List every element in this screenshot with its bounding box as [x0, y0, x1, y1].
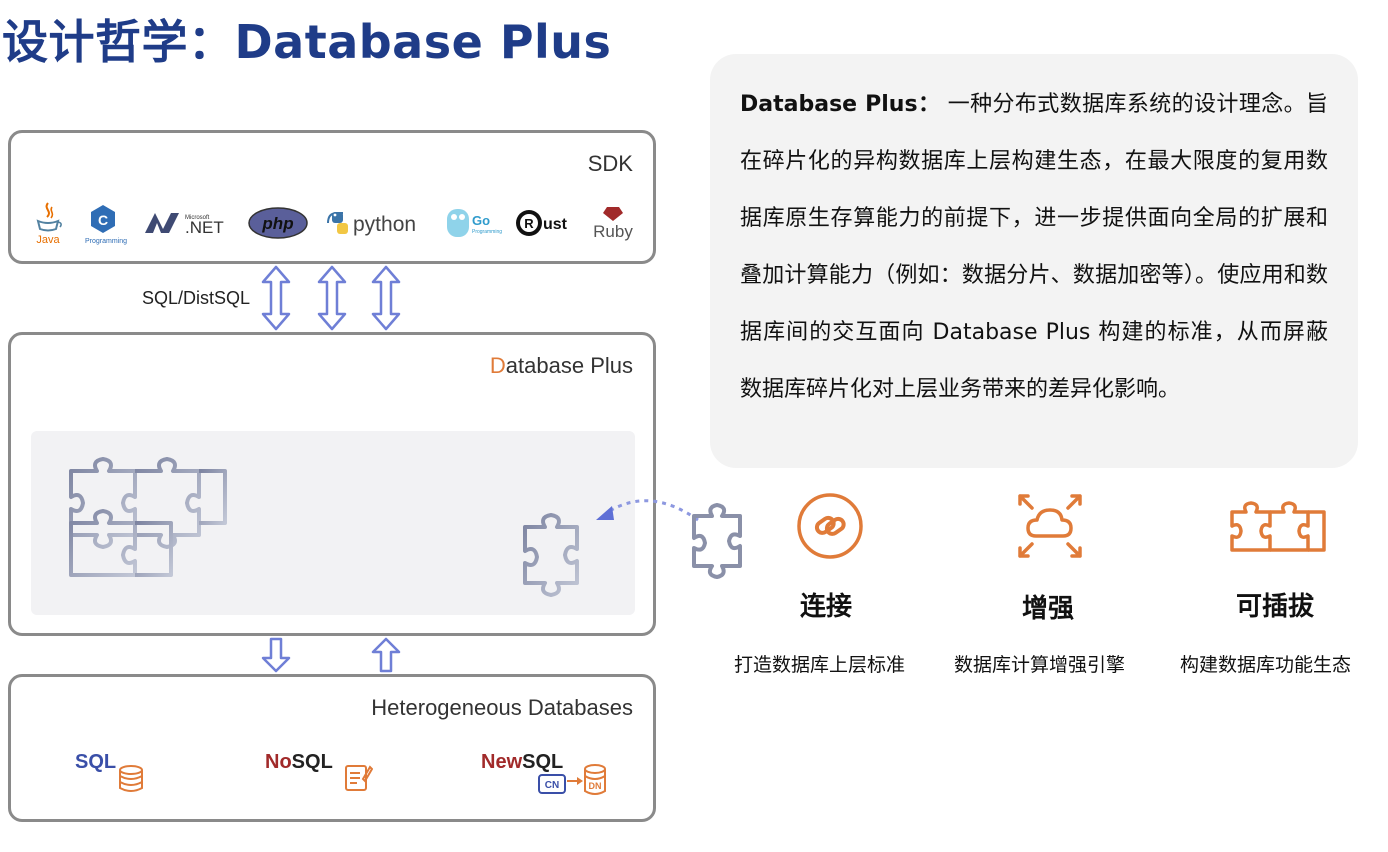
- bidirectional-arrows: [261, 265, 401, 331]
- svg-text:Microsoft: Microsoft: [185, 215, 210, 221]
- svg-text:python: python: [353, 213, 416, 236]
- python-icon: python: [327, 212, 416, 236]
- description-term: Database Plus：: [740, 92, 941, 117]
- page-title: 设计哲学：Database Plus: [2, 15, 612, 69]
- feature-enhance-desc: 数据库计算增强引擎: [954, 654, 1126, 676]
- feature-connect-name: 连接: [800, 592, 853, 622]
- svg-text:DN: DN: [589, 781, 602, 791]
- double-arrow-icon: [261, 265, 291, 331]
- java-icon: Java: [36, 202, 62, 246]
- database-plus-box: Database Plus: [8, 332, 656, 636]
- sql-label: SQL: [75, 751, 117, 773]
- up-arrow-icon: [371, 637, 401, 673]
- cpp-icon: C Programming: [85, 205, 127, 245]
- database-icon: [119, 765, 143, 792]
- arrow-head-icon: [596, 506, 614, 520]
- newsql-label: NewSQL: [481, 751, 564, 773]
- svg-text:Ruby: Ruby: [593, 222, 633, 241]
- puzzle-area: [31, 431, 635, 615]
- svg-text:R: R: [524, 216, 534, 231]
- svg-text:C: C: [98, 212, 108, 228]
- svg-text:ust: ust: [543, 216, 568, 233]
- go-logo: Go Programming: [443, 199, 503, 247]
- python-logo: python: [323, 199, 431, 247]
- link-icon: [797, 493, 863, 559]
- svg-text:CN: CN: [545, 780, 559, 791]
- dotnet-icon: Microsoft .NET: [145, 213, 224, 237]
- php-logo: php: [247, 199, 309, 247]
- svg-text:.NET: .NET: [185, 218, 224, 237]
- feature-pluggable-desc: 构建数据库功能生态: [1180, 654, 1352, 676]
- down-up-arrows: [261, 637, 401, 673]
- description-body: 一种分布式数据库系统的设计理念。旨在碎片化的异构数据库上层构建生态，在最大限度的…: [740, 92, 1328, 402]
- rust-icon: R ust: [516, 210, 568, 236]
- feature-enhance-name: 增强: [1022, 594, 1075, 624]
- sdk-title: SDK: [587, 151, 633, 176]
- feature-connect-desc: 打造数据库上层标准: [734, 654, 906, 676]
- svg-text:Programming: Programming: [85, 238, 127, 245]
- sdk-box: SDK Java C Programming Microsoft .NET ph…: [8, 130, 656, 264]
- heterogeneous-databases-box: Heterogeneous Databases SQL NoSQL NewSQL…: [8, 674, 656, 822]
- sql-distsql-label: SQL/DistSQL: [142, 288, 251, 308]
- dotnet-logo: Microsoft .NET: [141, 199, 233, 247]
- feature-pluggable-name: 可插拔: [1236, 592, 1315, 622]
- puzzle-piece-icon: [523, 513, 579, 597]
- php-icon: php: [248, 207, 308, 239]
- description-box: Database Plus： 一种分布式数据库系统的设计理念。旨在碎片化的异构数…: [710, 54, 1358, 468]
- cpp-logo: C Programming: [83, 199, 129, 247]
- puzzle-cluster-icon: [69, 457, 579, 597]
- description-text: Database Plus： 一种分布式数据库系统的设计理念。旨在碎片化的异构数…: [740, 76, 1328, 418]
- rust-logo: R ust: [513, 199, 577, 247]
- down-arrow-icon: [261, 637, 291, 673]
- document-edit-icon: [345, 765, 373, 791]
- java-label: Java: [36, 234, 60, 246]
- svg-text:php: php: [261, 214, 293, 233]
- cloud-expand-icon: [1018, 494, 1082, 558]
- nosql-label: NoSQL: [265, 751, 333, 773]
- ruby-logo: Ruby: [591, 199, 639, 247]
- database-plus-title: Database Plus: [489, 353, 633, 378]
- databases-title: Heterogeneous Databases: [371, 695, 633, 720]
- double-arrow-icon: [317, 265, 347, 331]
- double-arrow-icon: [371, 265, 401, 331]
- go-icon: Go Programming: [447, 209, 502, 237]
- svg-text:Go: Go: [472, 213, 490, 228]
- svg-text:Programming: Programming: [472, 229, 502, 235]
- java-logo: Java: [31, 199, 65, 247]
- puzzle-piece-icon: [692, 503, 742, 579]
- ruby-icon: Ruby: [593, 207, 633, 241]
- cn-dn-icon: CN DN: [538, 764, 606, 795]
- insert-arrow: [596, 499, 742, 579]
- puzzle-icon: [1230, 501, 1326, 552]
